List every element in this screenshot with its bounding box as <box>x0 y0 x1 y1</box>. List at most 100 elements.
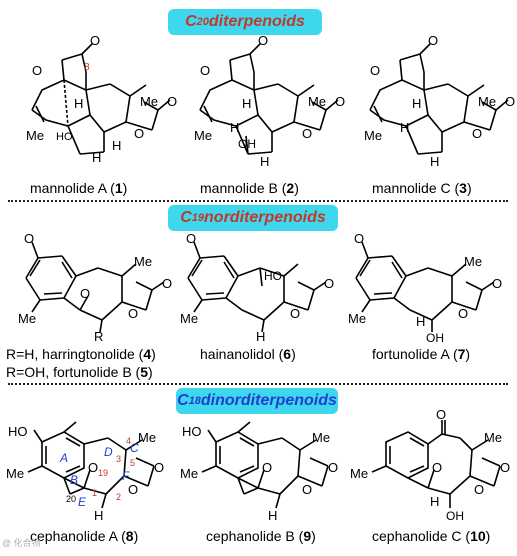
atom-label: Me <box>312 430 330 445</box>
atom-label: O <box>290 306 300 321</box>
atom-label: HO <box>182 424 202 439</box>
locant-label: 8 <box>84 62 90 73</box>
locant-label: 20 <box>66 494 76 504</box>
atom-label: O <box>302 482 312 497</box>
ring-label: F <box>122 469 130 483</box>
atom-label: H <box>412 96 421 111</box>
atom-label: HO <box>56 131 73 143</box>
atom-label: H <box>430 494 439 509</box>
atom-label: OH <box>238 137 256 151</box>
compound-label: cephanolide A (8) <box>30 528 139 544</box>
atom-label: Me <box>464 254 482 269</box>
atom-label: O <box>436 407 446 422</box>
atom-label: H <box>92 150 101 165</box>
compound-label: cephanolide B (9) <box>206 528 316 544</box>
compound-label: fortunolide A (7) <box>372 346 471 362</box>
atom-label: O <box>492 276 502 291</box>
atom-label: O <box>128 306 138 321</box>
atom-label: O <box>458 306 468 321</box>
ring-label: B <box>70 473 78 487</box>
atom-label: O <box>472 126 482 141</box>
atom-label: Me <box>484 430 502 445</box>
compound-label: R=H, harringtonolide (4) <box>6 346 156 362</box>
locant-label: 4 <box>126 436 131 446</box>
atom-label: H <box>230 120 239 135</box>
atom-label: H <box>400 120 409 135</box>
locant-label: 1 <box>92 488 97 498</box>
atom-label: Me <box>18 311 36 326</box>
atom-label: Me <box>180 311 198 326</box>
atom-label: O <box>335 94 345 109</box>
locant-label: 2 <box>116 492 121 502</box>
atom-label: Me <box>350 466 368 481</box>
compound-label: R=OH, fortunolide B (5) <box>6 364 153 380</box>
atom-label: O <box>370 63 380 78</box>
atom-label: HO <box>264 269 282 283</box>
atom-label: H <box>242 96 251 111</box>
atom-label: O <box>167 94 177 109</box>
atom-label: O <box>324 276 334 291</box>
structure-cephanolide-b: HO Me Me O O O H <box>180 421 338 523</box>
atom-label: OH <box>426 331 444 345</box>
atom-label: O <box>428 33 438 48</box>
atom-label: H <box>94 508 103 523</box>
atom-label: H <box>416 314 425 329</box>
atom-label: O <box>262 460 272 475</box>
atom-label: O <box>128 482 138 497</box>
compound-label: mannolide B (2) <box>200 180 299 196</box>
atom-label: O <box>200 63 210 78</box>
atom-label: Me <box>478 94 496 109</box>
structure-mannolide-b: O O H Me O O Me H OH H <box>194 33 345 169</box>
atom-label: O <box>432 460 442 475</box>
compound-label: hainanolidol (6) <box>200 346 296 362</box>
atom-label: Me <box>348 311 366 326</box>
atom-label: O <box>88 460 98 475</box>
structure-mannolide-c: O O H Me O O Me H H <box>364 33 515 169</box>
structure-mannolide-a: O O 8 H Me O O Me HO H H <box>26 33 177 165</box>
atom-label: O <box>354 231 364 246</box>
atom-label: O <box>474 482 484 497</box>
locant-label: 19 <box>98 468 108 478</box>
atom-label: Me <box>364 128 382 143</box>
atom-label: O <box>186 231 196 246</box>
atom-label: Me <box>134 254 152 269</box>
atom-label: O <box>24 231 34 246</box>
section-divider <box>8 383 508 385</box>
atom-label: O <box>162 276 172 291</box>
atom-label: Me <box>140 94 158 109</box>
structure-fortunolide-a: O Me Me O O H OH <box>348 231 502 345</box>
atom-label: O <box>90 33 100 48</box>
atom-label: O <box>154 460 164 475</box>
atom-label: O <box>328 460 338 475</box>
atom-label: H <box>112 138 121 153</box>
atom-label: Me <box>308 94 326 109</box>
atom-label: O <box>258 33 268 48</box>
atom-label: H <box>74 96 83 111</box>
atom-label: Me <box>26 128 44 143</box>
structure-hainanolidol: O Me HO O O H <box>180 231 334 344</box>
locant-label: 5 <box>130 458 135 468</box>
structure-cephanolide-a: HO Me Me O O O H A B C D E F 4 3 5 19 20… <box>6 421 164 523</box>
atom-label: O <box>80 286 90 301</box>
compound-label: mannolide C (3) <box>372 180 472 196</box>
structure-harringtonolide: O Me O Me O O R <box>18 231 172 344</box>
atom-label: O <box>302 126 312 141</box>
atom-label: HO <box>8 424 28 439</box>
ring-label: E <box>78 495 87 509</box>
atom-label: R <box>94 329 103 344</box>
atom-label: Me <box>138 430 156 445</box>
atom-label: Me <box>180 466 198 481</box>
watermark: @ 化合物 <box>2 538 41 548</box>
structure-cephanolide-c: O Me Me O O O H OH <box>350 407 510 523</box>
ring-label: C <box>130 441 139 455</box>
atom-label: H <box>268 508 277 523</box>
atom-label: O <box>134 126 144 141</box>
atom-label: OH <box>446 509 464 523</box>
atom-label: Me <box>6 466 24 481</box>
compound-label: mannolide A (1) <box>30 180 128 196</box>
atom-label: Me <box>194 128 212 143</box>
section-divider <box>8 200 508 202</box>
